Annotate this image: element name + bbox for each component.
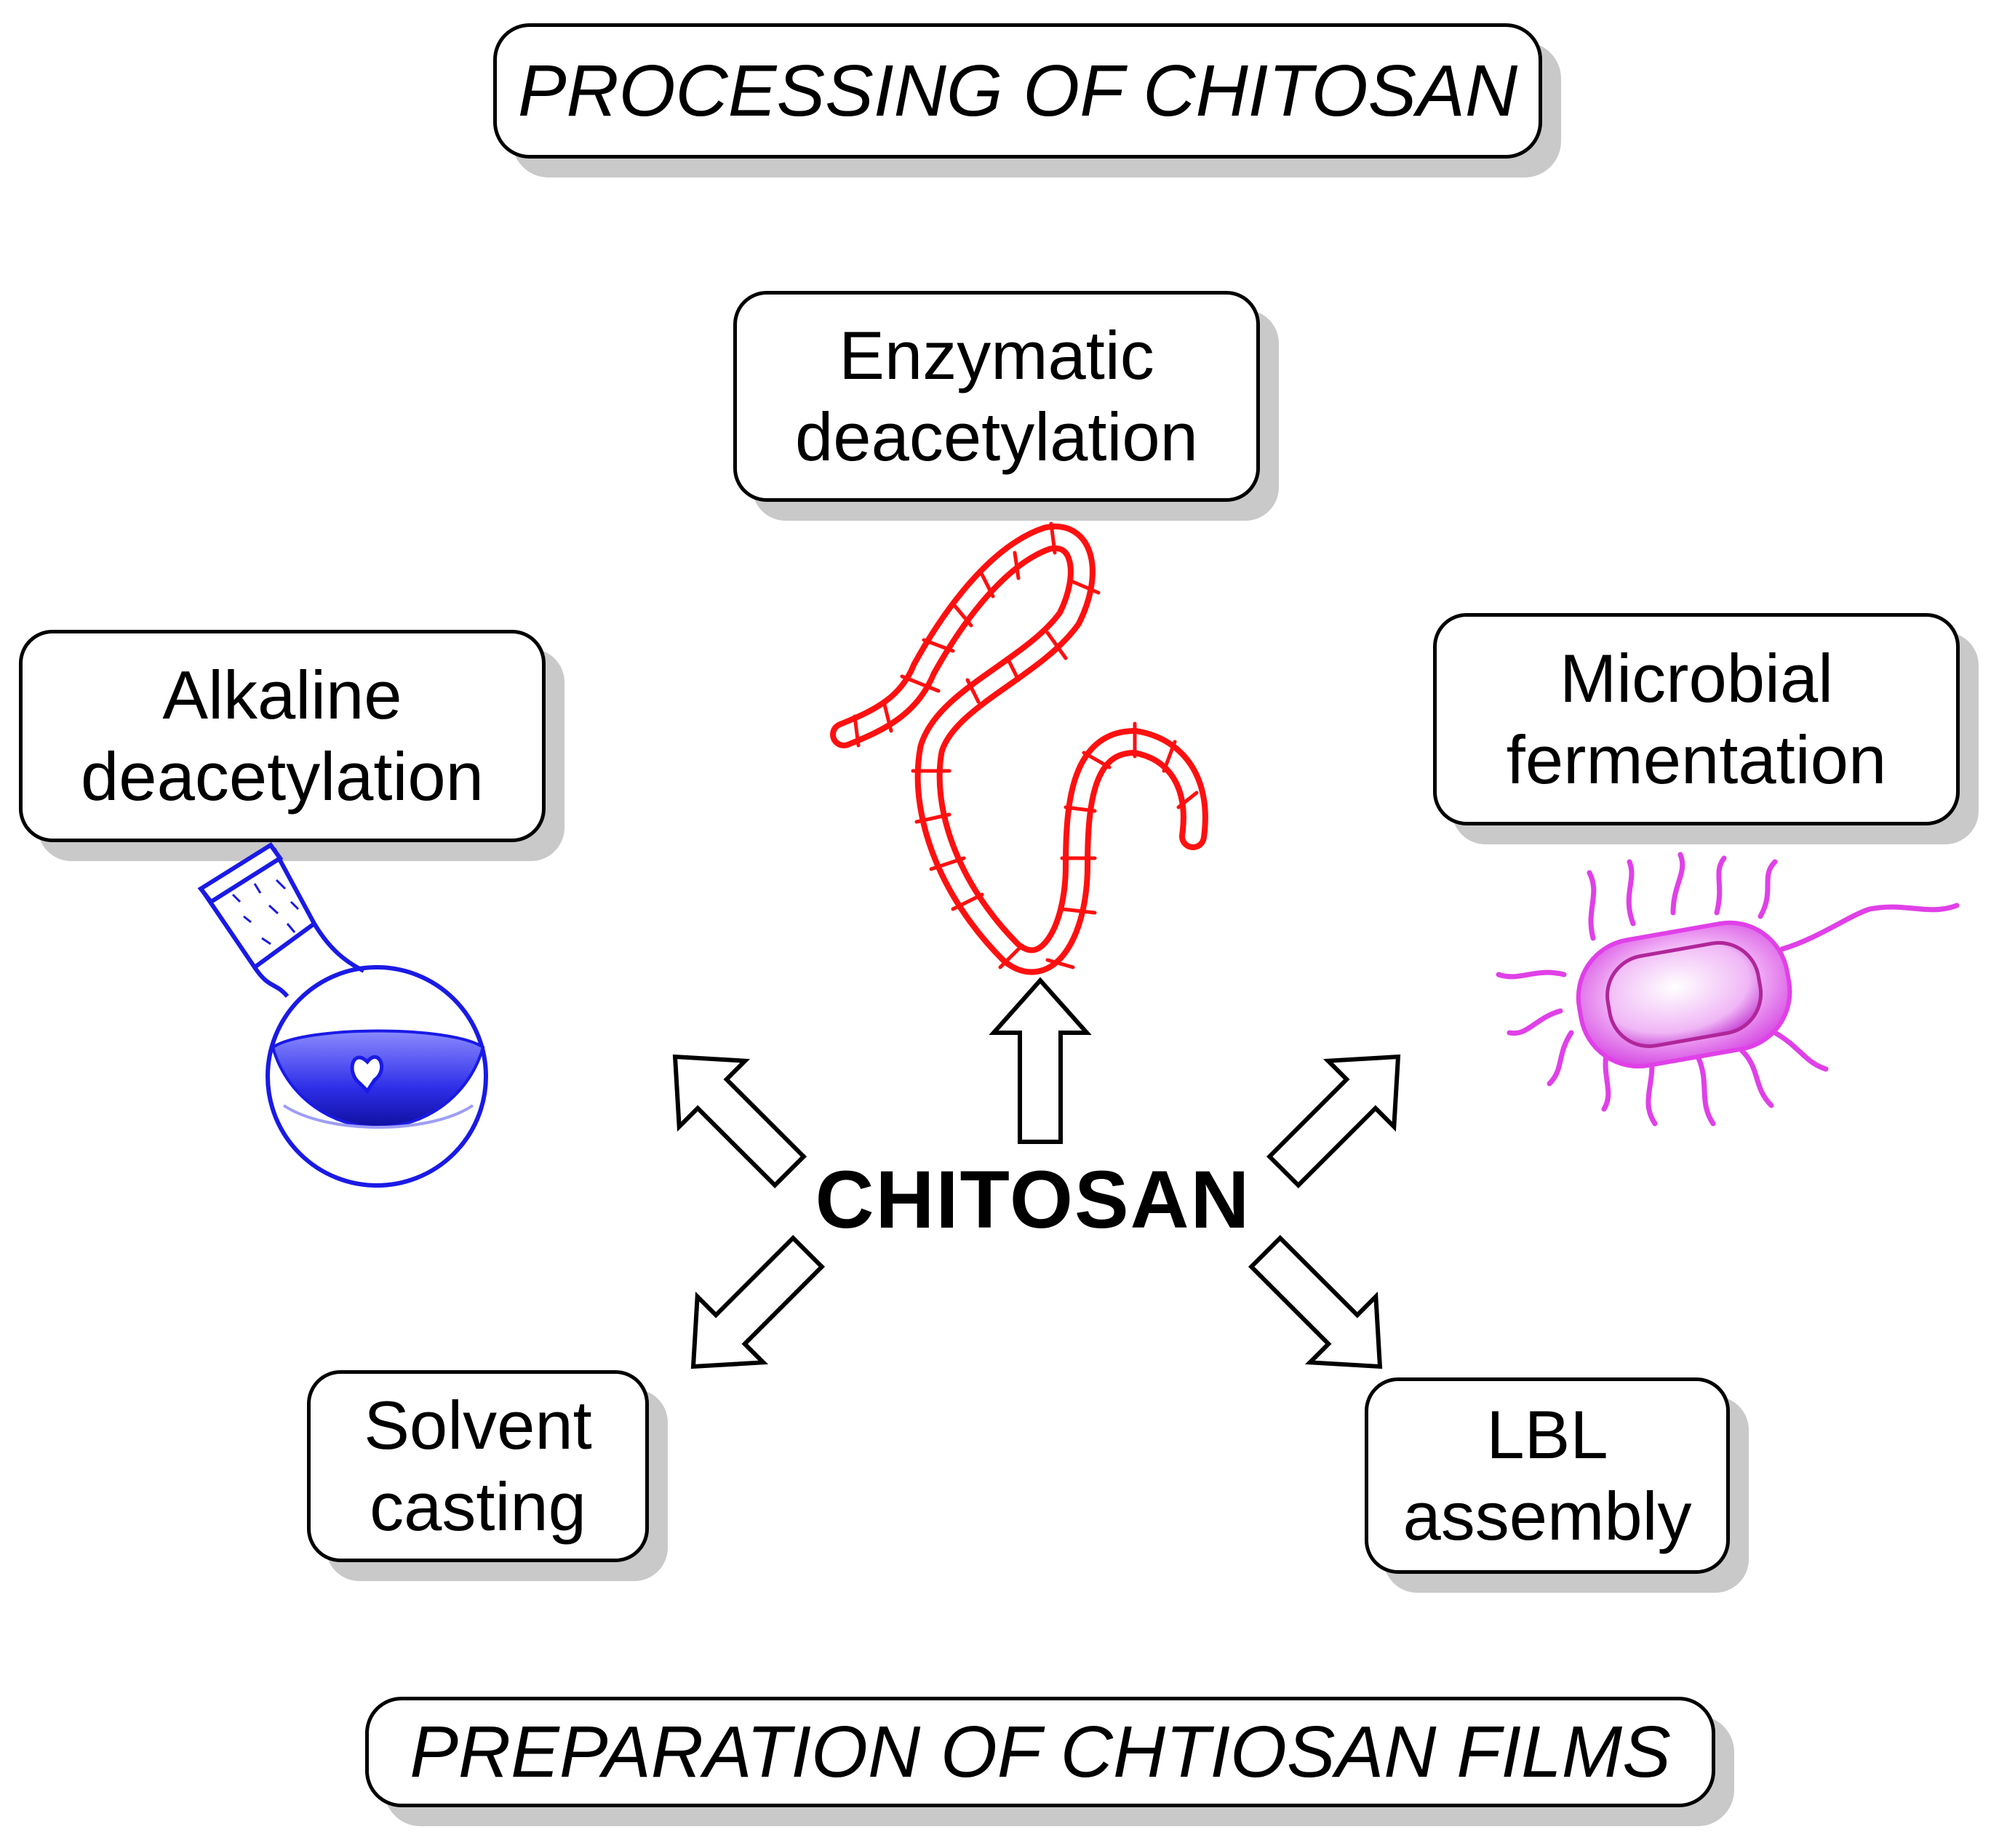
node-lbl-line2: assembly — [1403, 1478, 1692, 1554]
arrow-up — [994, 980, 1087, 1142]
arrow-down-left — [661, 1220, 840, 1399]
node-alkaline-line1: Alkaline — [162, 657, 402, 733]
bacterium-icon — [1496, 852, 1960, 1127]
node-solvent-casting: Solvent casting — [307, 1370, 649, 1562]
node-lbl-line1: LBL — [1486, 1396, 1608, 1473]
title-preparation: PREPARATION OF CHTIOSAN FILMS — [365, 1697, 1715, 1807]
node-solvent-line2: casting — [370, 1468, 586, 1545]
node-solvent-line1: Solvent — [364, 1387, 592, 1463]
node-lbl-assembly: LBL assembly — [1365, 1377, 1730, 1574]
node-alkaline-line2: deacetylation — [81, 738, 484, 815]
node-microbial-line2: fermentation — [1506, 721, 1887, 798]
node-enzymatic-line1: Enzymatic — [839, 317, 1154, 393]
node-enzymatic-deacetylation: Enzymatic deacetylation — [733, 291, 1260, 502]
title-preparation-text: PREPARATION OF CHTIOSAN FILMS — [410, 1711, 1671, 1793]
node-enzymatic-line2: deacetylation — [795, 399, 1198, 475]
node-microbial-fermentation: Microbial fermentation — [1433, 613, 1960, 825]
round-bottom-flask-icon — [197, 841, 488, 1188]
node-alkaline-deacetylation: Alkaline deacetylation — [19, 630, 546, 842]
arrow-down-right — [1233, 1220, 1413, 1399]
arrow-up-right — [1251, 1024, 1431, 1204]
title-processing-text: PROCESSING OF CHITOSAN — [517, 50, 1518, 132]
polymer-chain-icon — [830, 521, 1208, 975]
title-processing: PROCESSING OF CHITOSAN — [493, 23, 1542, 159]
node-microbial-line1: Microbial — [1559, 640, 1834, 716]
arrow-up-left — [642, 1024, 822, 1204]
center-label: CHITOSAN — [815, 1154, 1251, 1245]
